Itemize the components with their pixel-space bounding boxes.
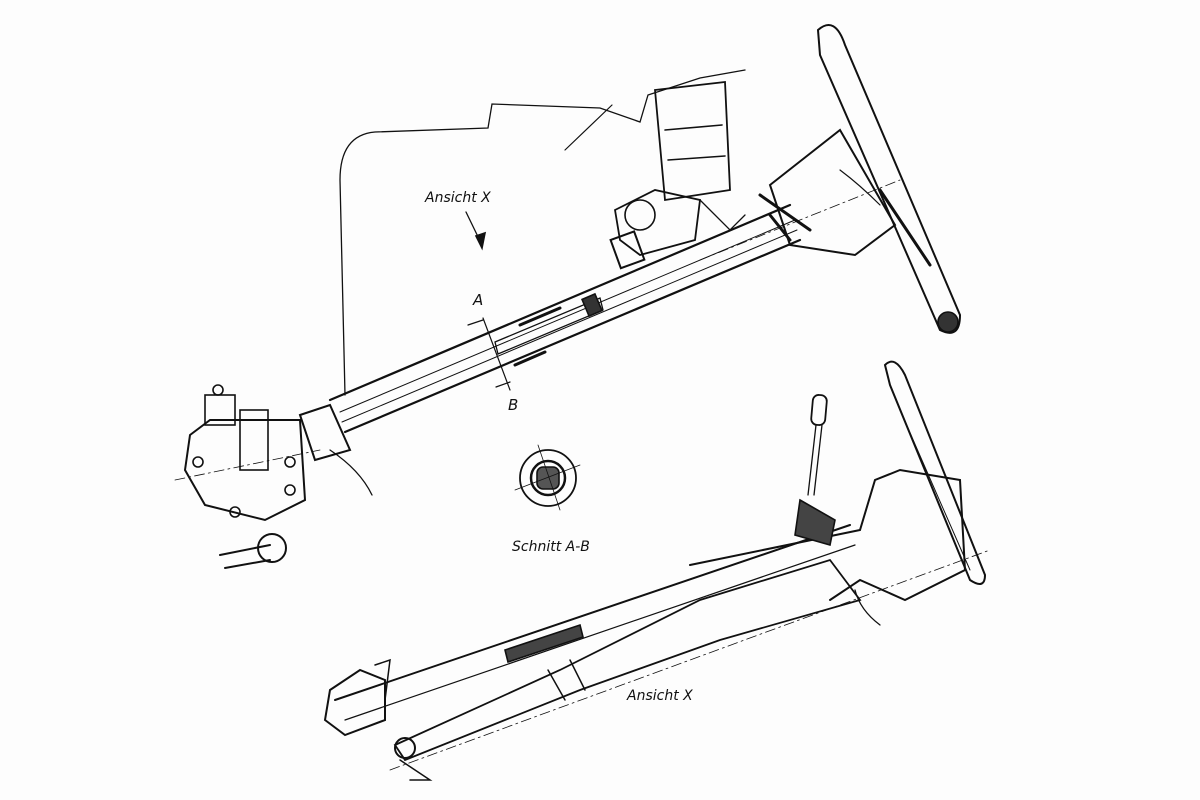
- section-line-a-b: [482, 317, 511, 391]
- firewall-line: [564, 104, 613, 151]
- section-caption: Schnitt A-B: [512, 539, 590, 555]
- instrument-housing: [654, 80, 731, 202]
- firewall-outline: [339, 69, 746, 396]
- section-a-label: A: [473, 291, 484, 309]
- steering-gearbox: [174, 384, 373, 569]
- view-x-label-top: Ansicht X: [425, 190, 491, 206]
- lower-steering-column-view: [323, 360, 991, 781]
- upper-steering-column: [328, 203, 802, 434]
- upper-steering-wheel: [699, 24, 962, 334]
- section-a-b-detail: [514, 444, 581, 511]
- section-b-label: B: [508, 396, 519, 414]
- column-switch: [609, 189, 746, 270]
- view-x-label-bottom: Ansicht X: [627, 688, 693, 704]
